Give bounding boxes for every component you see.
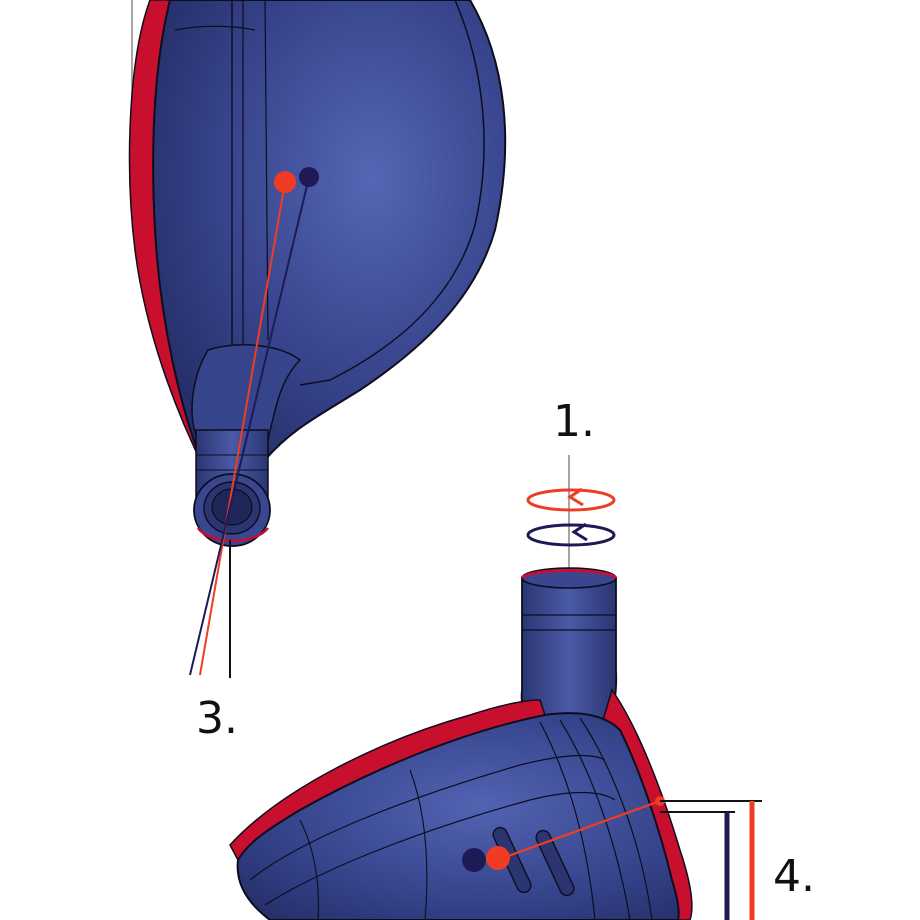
cg-height-brackets <box>660 800 762 920</box>
rotate-arrow-icon <box>526 487 616 512</box>
face-inner-contour <box>260 0 485 386</box>
address-cg-marker-navy <box>462 848 486 872</box>
body-contour <box>264 791 616 906</box>
cg-line-red <box>199 181 286 676</box>
body-contour <box>559 719 631 920</box>
address-cg-marker-red <box>486 846 510 870</box>
callout-label-4: 4. <box>773 851 815 902</box>
callout-label-3: 3. <box>196 693 238 744</box>
cg-marker-red <box>274 171 296 193</box>
address-hosel-rim <box>520 569 618 580</box>
callout-label-1: 1. <box>553 396 595 447</box>
body-contour <box>539 721 596 920</box>
body-contour <box>409 769 428 920</box>
body-contour <box>579 717 653 920</box>
club-head-top-view <box>128 0 507 678</box>
club-head-address-view <box>229 567 693 920</box>
hosel-red-rim <box>196 527 269 542</box>
weight-port <box>535 829 575 897</box>
cg-marker-navy <box>299 167 319 187</box>
address-body <box>236 712 680 920</box>
body-contour <box>249 754 606 881</box>
rotate-arrow-icon <box>526 522 616 547</box>
cg-height-line-red <box>496 799 661 862</box>
face-sole-contour <box>174 25 256 31</box>
hosel-neck <box>191 344 302 441</box>
body-contour <box>299 819 319 920</box>
cg-line-navy <box>189 176 310 676</box>
